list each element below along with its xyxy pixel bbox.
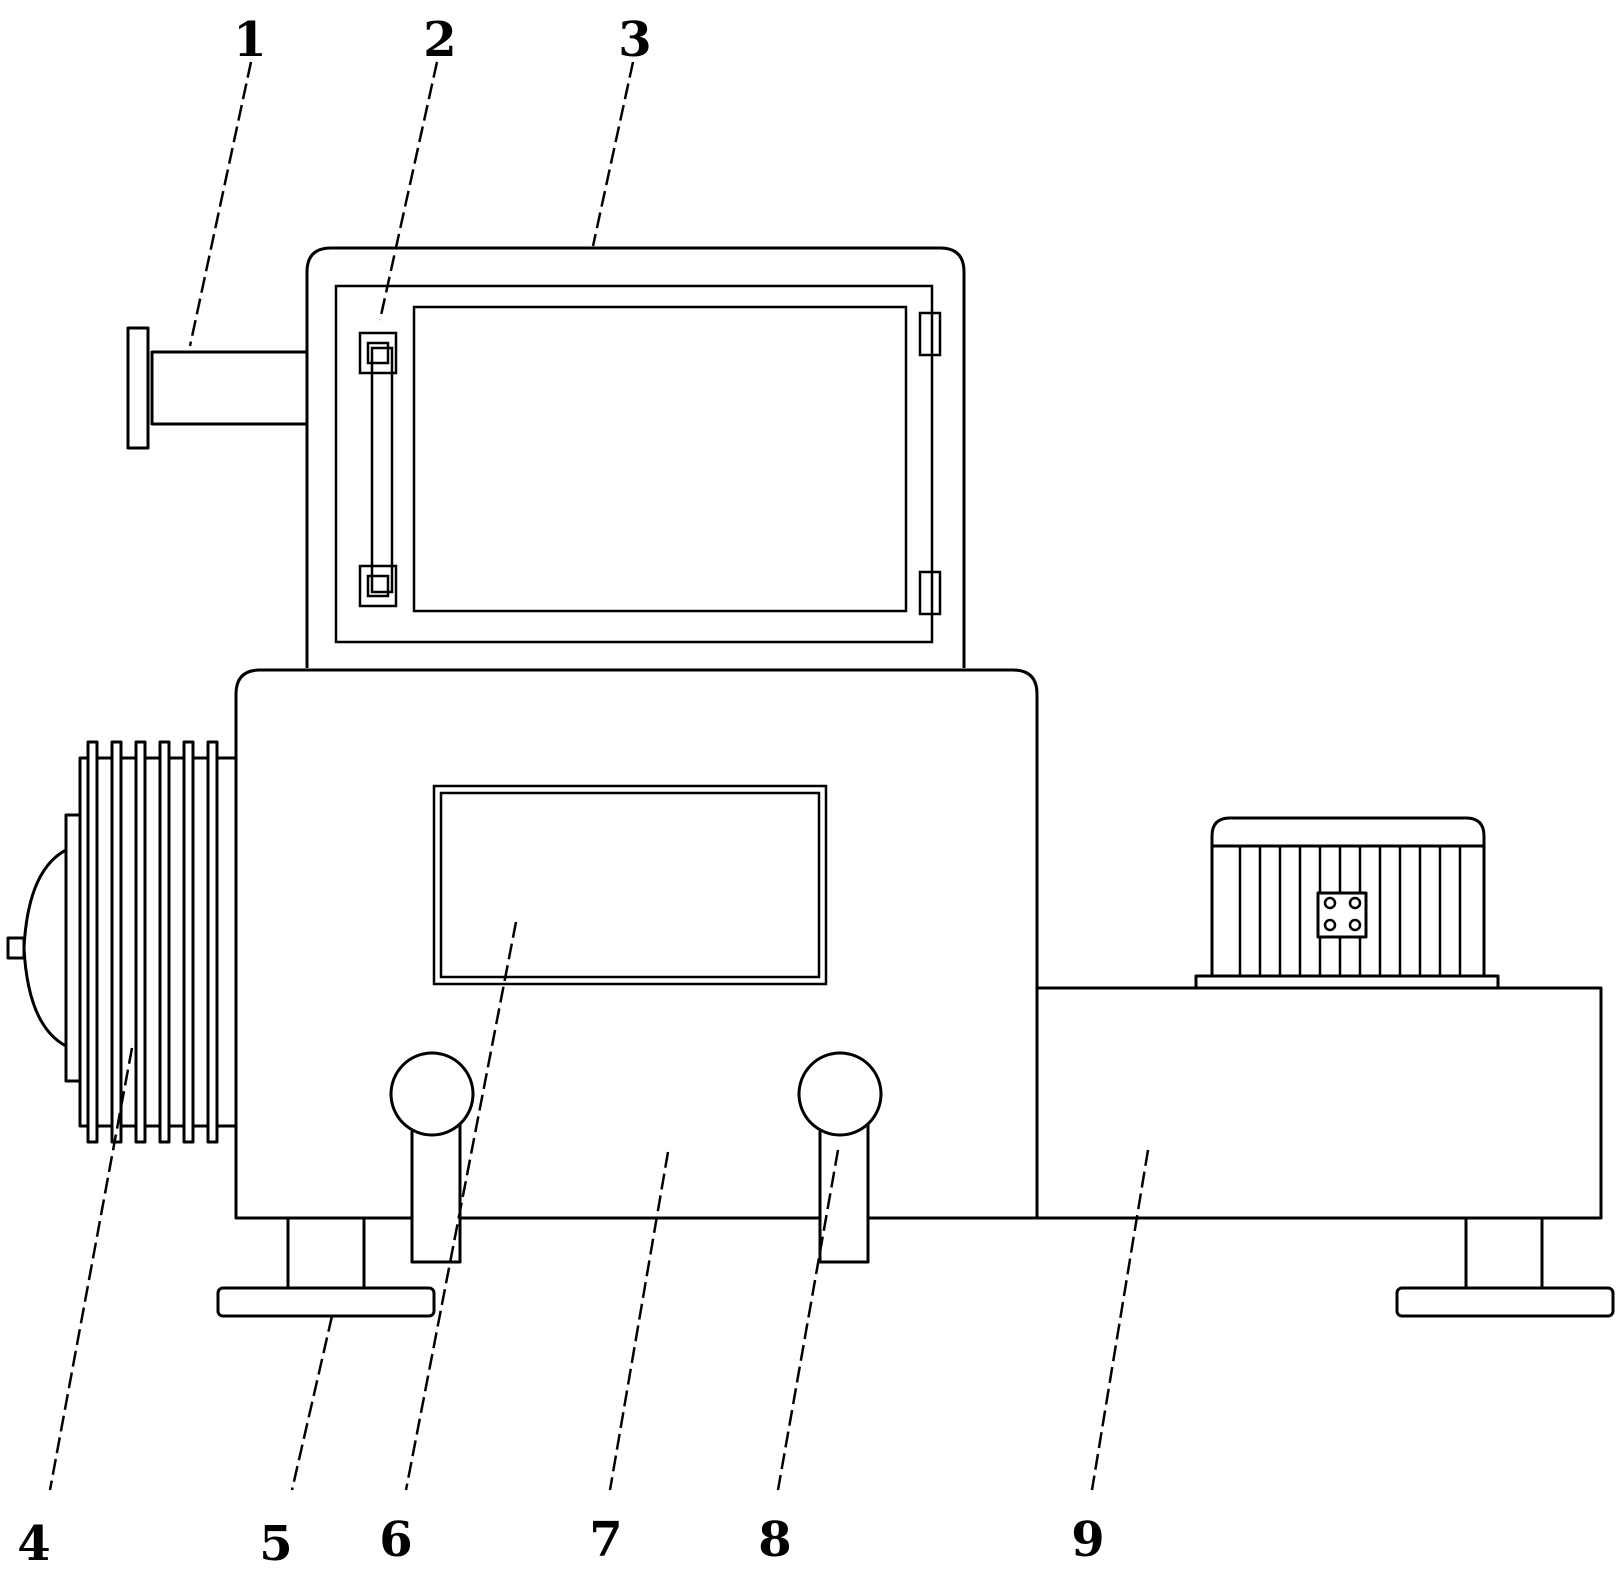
finned-cylinder [6,740,238,1144]
outlet-spout-right [797,1051,883,1264]
spout-right-tube [818,1118,870,1264]
base-platform [1035,986,1615,1318]
door-frame [334,284,934,644]
label-7: 7 [589,1512,622,1568]
motor-mount-plate [1194,974,1500,990]
upper-housing [305,246,966,668]
right-foot-pad [1395,1286,1615,1318]
main-body [234,668,1039,1220]
door-window [412,305,908,613]
label-8: 8 [758,1512,791,1568]
leader-8 [776,1149,840,1491]
label-1: 1 [233,12,266,68]
spout-left-tube [410,1118,462,1264]
observation-window-outer [432,784,828,986]
spout-left-ball [389,1051,475,1137]
left-foot [216,1216,436,1318]
pipe-body [150,350,311,426]
label-6: 6 [379,1512,412,1568]
upper-housing-body [305,246,966,668]
spout-right-ball [797,1051,883,1137]
leader-4 [48,1047,134,1491]
door-hinge-bottom [918,570,942,616]
leader-9 [1090,1149,1150,1491]
part-labels: 1 2 3 4 5 6 7 8 9 [17,12,1104,1571]
main-body-shell [234,668,1039,1220]
cap-knob [6,936,26,960]
door-handle [358,331,398,608]
left-leg [286,1216,366,1290]
left-foot-pad [216,1286,436,1318]
platform-body [1035,986,1603,1220]
end-plate [64,813,82,1083]
motor [1194,816,1500,990]
label-3: 3 [618,12,651,68]
leader-1 [188,61,253,347]
outlet-spout-left [389,1051,475,1264]
end-cap [22,848,68,1048]
leader-6 [404,921,518,1491]
leader-2 [378,61,439,321]
leader-lines [48,61,1150,1491]
right-leg [1464,1216,1544,1290]
door-hinge-top [918,311,942,357]
leader-7 [608,1151,670,1491]
leader-3 [591,61,635,247]
label-5: 5 [259,1516,292,1571]
inlet-pipe [126,326,311,450]
motor-terminal-box [1316,891,1368,939]
label-9: 9 [1071,1512,1104,1568]
leader-5 [290,1315,334,1491]
motor-cap [1210,816,1486,848]
label-2: 2 [423,12,456,68]
label-4: 4 [17,1516,50,1571]
cooling-fins [86,740,219,1144]
pipe-flange [126,326,150,450]
observation-window-inner [439,791,821,979]
